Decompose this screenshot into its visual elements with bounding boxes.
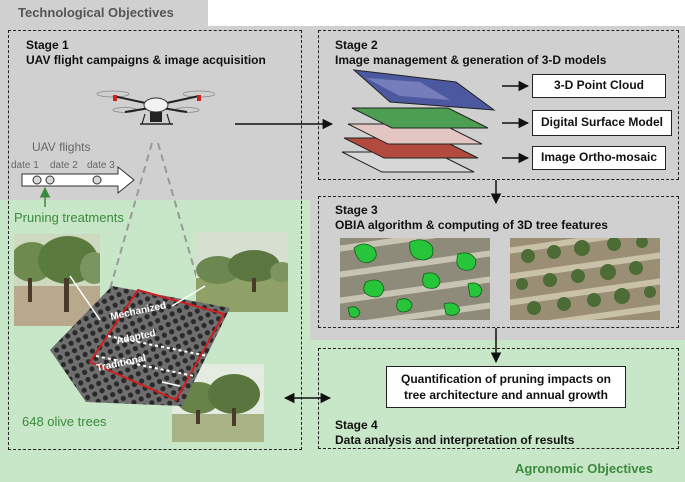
result-line-2: tree architecture and annual growth (403, 388, 609, 402)
stage2-subtitle: Image management & generation of 3-D mod… (335, 53, 607, 67)
stage1-title: Stage 1 (26, 38, 69, 52)
stage4-title: Stage 4 (335, 418, 378, 432)
stage2-box (318, 30, 679, 180)
drone-view-line-left (107, 142, 153, 297)
image-layers-stack (341, 69, 496, 173)
technological-objectives-tag: Technological Objectives (0, 0, 208, 26)
flight-marker-2 (45, 175, 55, 185)
agronomic-objectives-tag: Agronomic Objectives (495, 455, 685, 482)
stage1-box (8, 30, 302, 450)
flight-date-1: date 1 (11, 160, 39, 171)
result-line-1: Quantification of pruning impacts on (401, 372, 611, 386)
olive-tree-photo-2 (196, 232, 288, 312)
olive-tree-photo-3 (172, 364, 264, 442)
stage4-subtitle: Data analysis and interpretation of resu… (335, 433, 575, 447)
layer-2 (351, 107, 489, 129)
treatment-plot-outline (88, 288, 226, 402)
flight-date-3: date 3 (87, 160, 115, 171)
stage3-subtitle: OBIA algorithm & computing of 3D tree fe… (335, 218, 608, 232)
stage3-title: Stage 3 (335, 203, 378, 217)
output-digital-surface-model: Digital Surface Model (532, 110, 672, 136)
output-ortho-mosaic: Image Ortho-mosaic (532, 146, 666, 170)
pruning-impact-result-box: Quantification of pruning impacts on tre… (386, 366, 626, 408)
output-point-cloud: 3-D Point Cloud (532, 74, 666, 98)
stage1-subtitle: UAV flight campaigns & image acquisition (26, 53, 266, 67)
stage2-title: Stage 2 (335, 38, 378, 52)
flight-marker-1 (32, 175, 42, 185)
aerial-orchard-image (50, 286, 230, 406)
pruning-treatments-label: Pruning treatments (14, 210, 124, 225)
drone-view-line-right (157, 142, 203, 297)
treatment-divider-2 (95, 355, 195, 377)
olive-trees-count: 648 olive trees (22, 414, 107, 429)
flights-timeline-arrow (21, 165, 135, 195)
obia-segmentation-image (340, 238, 490, 320)
orthomosaic-orchard-image (510, 238, 660, 320)
flight-date-2: date 2 (50, 160, 78, 171)
treatment-divider-1 (107, 335, 209, 357)
drone-icon (96, 90, 215, 125)
uav-flights-label: UAV flights (32, 140, 91, 154)
flight-marker-3 (92, 175, 102, 185)
